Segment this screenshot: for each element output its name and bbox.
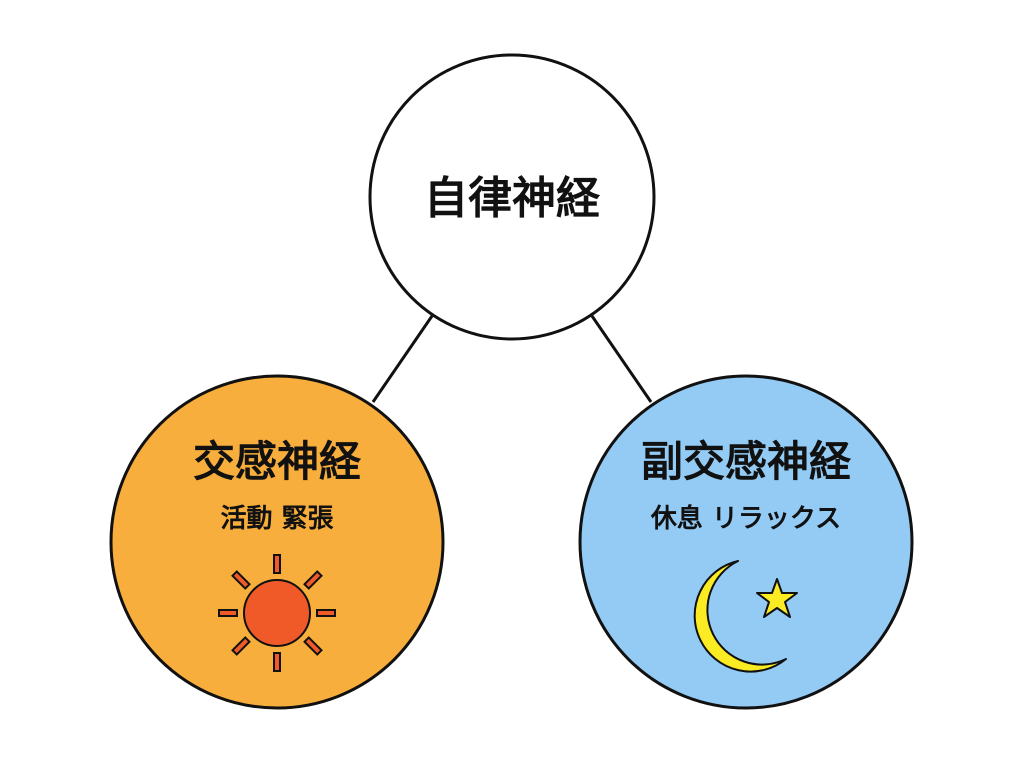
star-icon xyxy=(756,578,798,618)
root-node: 自律神経 xyxy=(368,53,656,341)
parasympathetic-subtitle: 休息 リラックス xyxy=(650,503,841,534)
sympathetic-node: 交感神経 活動 緊張 xyxy=(109,374,445,710)
root-title: 自律神経 xyxy=(424,173,601,224)
connector-left xyxy=(371,315,434,403)
parasympathetic-title: 副交感神経 xyxy=(641,437,852,486)
parasympathetic-circle xyxy=(578,374,914,710)
moon-icon xyxy=(693,560,787,673)
sympathetic-title: 交感神経 xyxy=(193,437,362,486)
sympathetic-circle xyxy=(109,374,445,710)
parasympathetic-node: 副交感神経 休息 リラックス xyxy=(578,374,914,710)
root-circle xyxy=(368,53,656,341)
sun-icon xyxy=(218,554,336,672)
connector-right xyxy=(590,315,653,403)
sympathetic-subtitle: 活動 緊張 xyxy=(220,504,333,534)
moon-star-icon xyxy=(693,560,798,673)
